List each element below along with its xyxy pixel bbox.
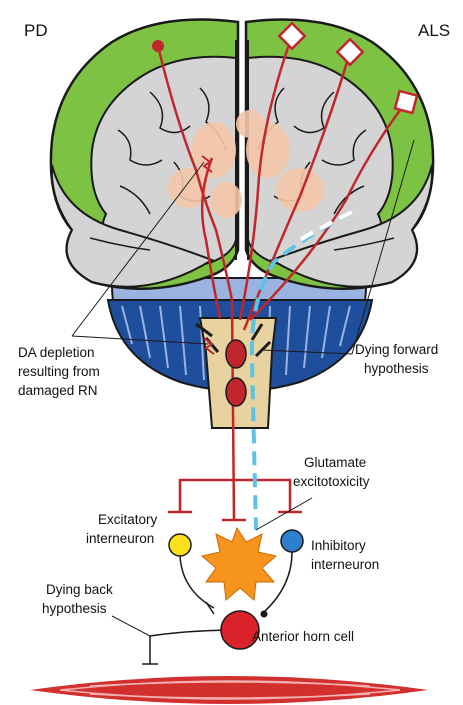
excitatory-line-2: interneuron bbox=[86, 531, 154, 546]
inhibitory-interneuron bbox=[281, 530, 303, 552]
excitatory-interneuron bbox=[169, 534, 191, 556]
upper-motor-neuron-cell-body-icon bbox=[152, 40, 164, 52]
glutamate-line-1: Glutamate bbox=[304, 455, 366, 470]
excitotoxicity-burst-icon bbox=[202, 528, 276, 600]
als-label: ALS bbox=[418, 21, 450, 40]
inhibitory-line-2: interneuron bbox=[311, 557, 379, 572]
dying-forward-line-2: hypothesis bbox=[364, 361, 429, 376]
anterior-horn-cell-label: Anterior horn cell bbox=[252, 629, 354, 644]
glutamate-line-2: excitotoxicity bbox=[293, 474, 370, 489]
muscle-fiber-icon bbox=[30, 676, 428, 704]
da-depletion-line-2: resulting from bbox=[18, 364, 100, 379]
inhibitory-line-1: Inhibitory bbox=[311, 538, 366, 553]
dying-back-line-2: hypothesis bbox=[42, 601, 107, 616]
da-depletion-line-3: damaged RN bbox=[18, 383, 98, 398]
excitatory-line-1: Excitatory bbox=[98, 512, 158, 527]
brain-hemispheres bbox=[51, 20, 433, 289]
pd-label: PD bbox=[24, 21, 48, 40]
dying-back-line-1: Dying back bbox=[46, 582, 113, 597]
da-depletion-line-1: DA depletion bbox=[18, 345, 95, 360]
dying-forward-line-1: Dying forward bbox=[355, 342, 438, 357]
